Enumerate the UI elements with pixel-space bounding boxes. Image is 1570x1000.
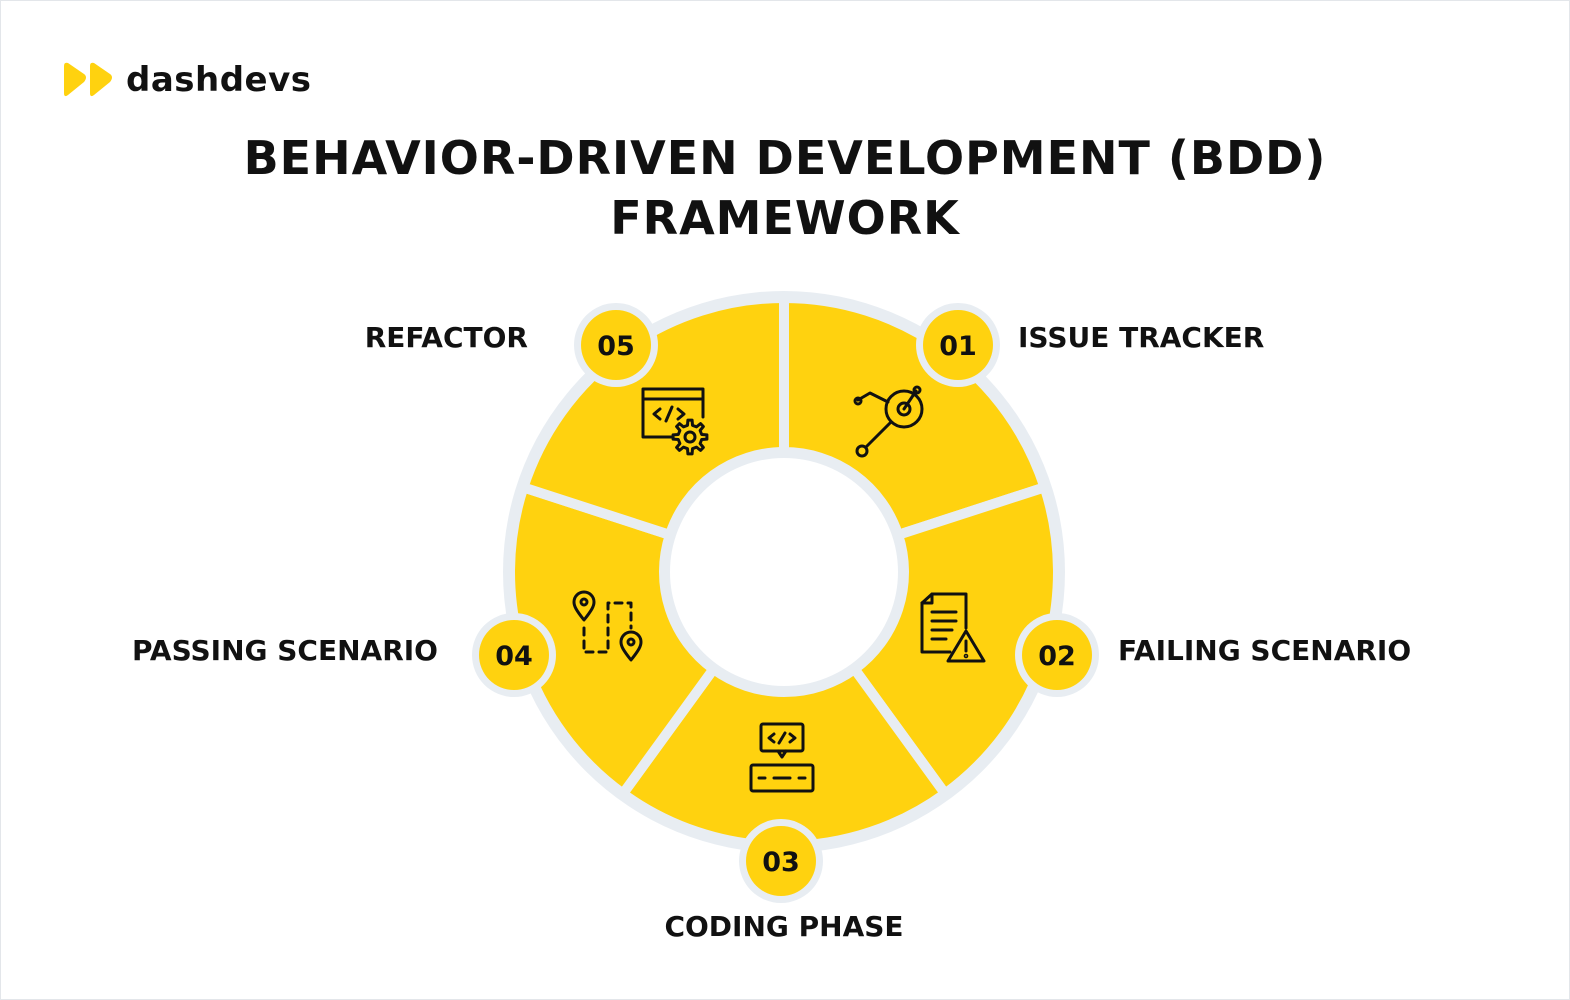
step-label-passing-scenario: PASSING SCENARIO — [132, 634, 438, 667]
step-label-failing-scenario: FAILING SCENARIO — [1118, 634, 1411, 667]
step-label-coding-phase: CODING PHASE — [664, 910, 903, 943]
step-badge-03: 03 — [739, 819, 823, 903]
step-badge-05: 05 — [574, 303, 658, 387]
title-line-2: FRAMEWORK — [610, 191, 960, 245]
gear-icon — [671, 418, 709, 456]
page-title: BEHAVIOR-DRIVEN DEVELOPMENT (BDD) FRAMEW… — [0, 128, 1570, 248]
step-badge-04: 04 — [472, 613, 556, 697]
gear-hub — [683, 430, 697, 444]
ring-center — [662, 450, 906, 694]
brand-logo-icon — [64, 62, 112, 97]
step-badge-01: 01 — [916, 303, 1000, 387]
logo: dashdevs — [62, 58, 312, 102]
step-label-issue-tracker: ISSUE TRACKER — [1018, 321, 1264, 354]
step-1-icon magnifier-target-icon — [853, 385, 924, 458]
step-number-04: 04 — [495, 641, 533, 672]
title-line-1: BEHAVIOR-DRIVEN DEVELOPMENT (BDD) — [243, 131, 1327, 185]
step-number-01: 01 — [939, 331, 977, 362]
brand-name: dashdevs — [126, 60, 312, 100]
step-number-02: 02 — [1038, 641, 1076, 672]
step-2-icon document-warning-icon — [920, 592, 986, 663]
step-3-icon code-keyboard-icon — [749, 722, 815, 793]
step-number-05: 05 — [597, 331, 635, 362]
step-number-03: 03 — [762, 847, 800, 878]
step-badge-02: 02 — [1015, 613, 1099, 697]
step-label-refactor: REFACTOR — [365, 321, 528, 354]
step-5-icon code-window-gear-icon — [641, 387, 709, 456]
gear-outline — [671, 418, 709, 456]
step-4-icon route-pins-icon — [572, 590, 643, 662]
step-badges: 01 02 03 04 05 — [472, 303, 1099, 903]
